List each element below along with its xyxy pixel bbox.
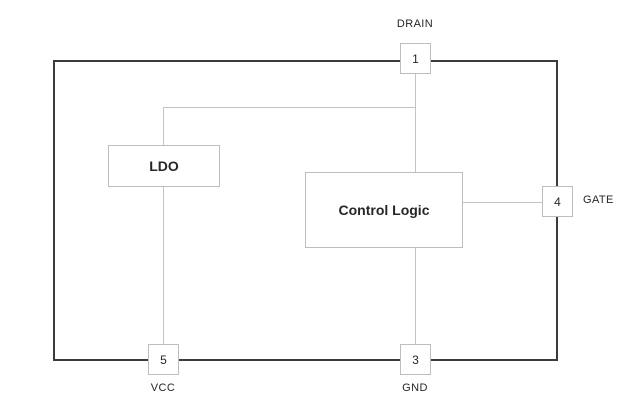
control-logic-block: Control Logic [305,172,463,248]
pin-gate-label: GATE [583,194,614,206]
pin-gnd-label: GND [402,382,428,394]
ldo-block: LDO [108,145,220,187]
pin-gnd-number: 3 [412,352,419,367]
pin-gate-number: 4 [554,194,561,209]
pin-drain-box: 1 [400,43,431,74]
control-logic-block-label: Control Logic [338,202,430,218]
pin-vcc-label: VCC [150,382,176,394]
wire-control-logic-to-gnd [415,248,416,344]
pin-drain-number: 1 [412,51,419,66]
wire-branch-to-ldo [163,107,164,145]
pin-vcc-box: 5 [148,344,179,375]
pin-vcc-number: 5 [160,352,167,367]
wire-drain-branch [163,107,415,108]
wire-ldo-to-vcc [163,187,164,344]
pin-gnd-box: 3 [400,344,431,375]
pin-gate-box: 4 [542,186,573,217]
wire-drain-to-control-logic [415,74,416,172]
wire-control-logic-to-gate [463,202,542,203]
ldo-block-label: LDO [149,158,179,174]
pin-drain-label: DRAIN [396,18,434,30]
